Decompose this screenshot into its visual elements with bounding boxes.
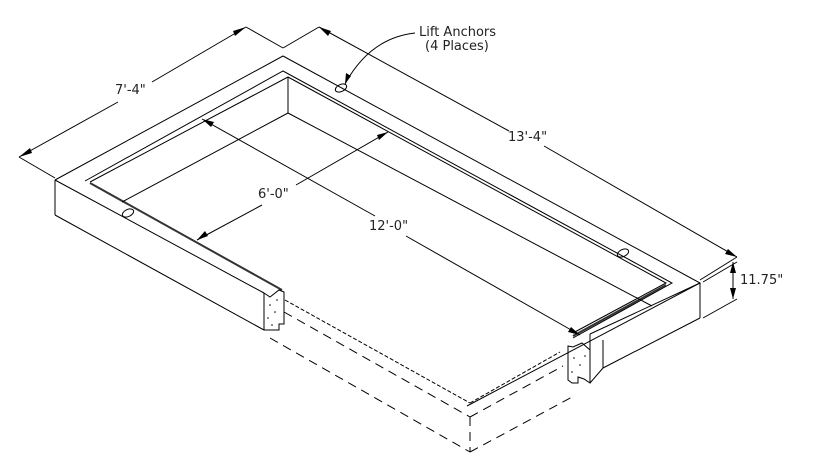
cut-section-right — [567, 334, 604, 384]
dimension-inner-length — [201, 118, 581, 336]
dim-label-inner-length: 12'-0" — [369, 219, 409, 234]
dim-label-outer-length: 13'-4" — [508, 130, 548, 145]
dimension-outer-length — [282, 26, 738, 281]
lift-anchor-icons — [121, 83, 630, 258]
dimension-inner-width — [196, 131, 389, 241]
hidden-base — [269, 299, 575, 453]
dim-label-inner-width: 6'-0" — [258, 187, 289, 202]
dim-label-outer-width: 7'-4" — [115, 83, 146, 98]
callout-text-line1: Lift Anchors — [419, 25, 497, 40]
dim-label-height: 11.75" — [740, 273, 784, 288]
dimension-outer-width — [18, 26, 284, 179]
cut-section-left — [263, 289, 285, 331]
inner-rim — [84, 70, 674, 339]
callout-text-line2: (4 Places) — [425, 39, 489, 54]
dimension-height — [702, 261, 738, 319]
callout-leader — [344, 32, 416, 85]
